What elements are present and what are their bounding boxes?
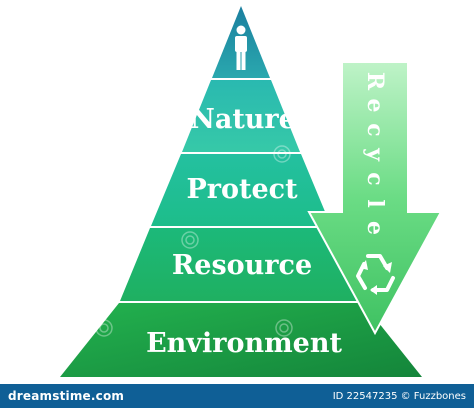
footer-brand: dreamstime.com bbox=[8, 389, 125, 403]
recycle-arrow-letter: e bbox=[362, 99, 388, 113]
tier-label-environment: Environment bbox=[146, 328, 342, 359]
recycle-icon bbox=[356, 254, 395, 295]
recycle-arrow-letter: R bbox=[362, 72, 388, 91]
recycle-arrow bbox=[307, 61, 443, 336]
recycle-arrow-letter: l bbox=[362, 199, 388, 207]
pyramid-tier-resource bbox=[120, 228, 362, 301]
pyramid-tier-nature bbox=[182, 80, 300, 152]
tier-label-protect: Protect bbox=[186, 174, 298, 205]
recycle-arrow-letter: c bbox=[362, 123, 388, 136]
pyramid bbox=[60, 6, 422, 377]
recycle-arrow-letter: e bbox=[362, 221, 388, 235]
tier-label-resource: Resource bbox=[172, 250, 312, 281]
recycle-arrow-letter: c bbox=[362, 172, 388, 185]
footer-bar: dreamstime.com ID 22547235 © Fuzzbones bbox=[0, 384, 474, 408]
watermark-swirls bbox=[95, 145, 293, 337]
footer-credit: ID 22547235 © Fuzzbones bbox=[332, 390, 466, 402]
recycle-arrow-letter: y bbox=[362, 147, 388, 162]
pyramid-tier-environment bbox=[60, 303, 422, 377]
pyramid-tier-protect bbox=[151, 154, 331, 226]
tier-label-nature: Nature bbox=[190, 104, 296, 135]
person-icon bbox=[235, 25, 247, 70]
